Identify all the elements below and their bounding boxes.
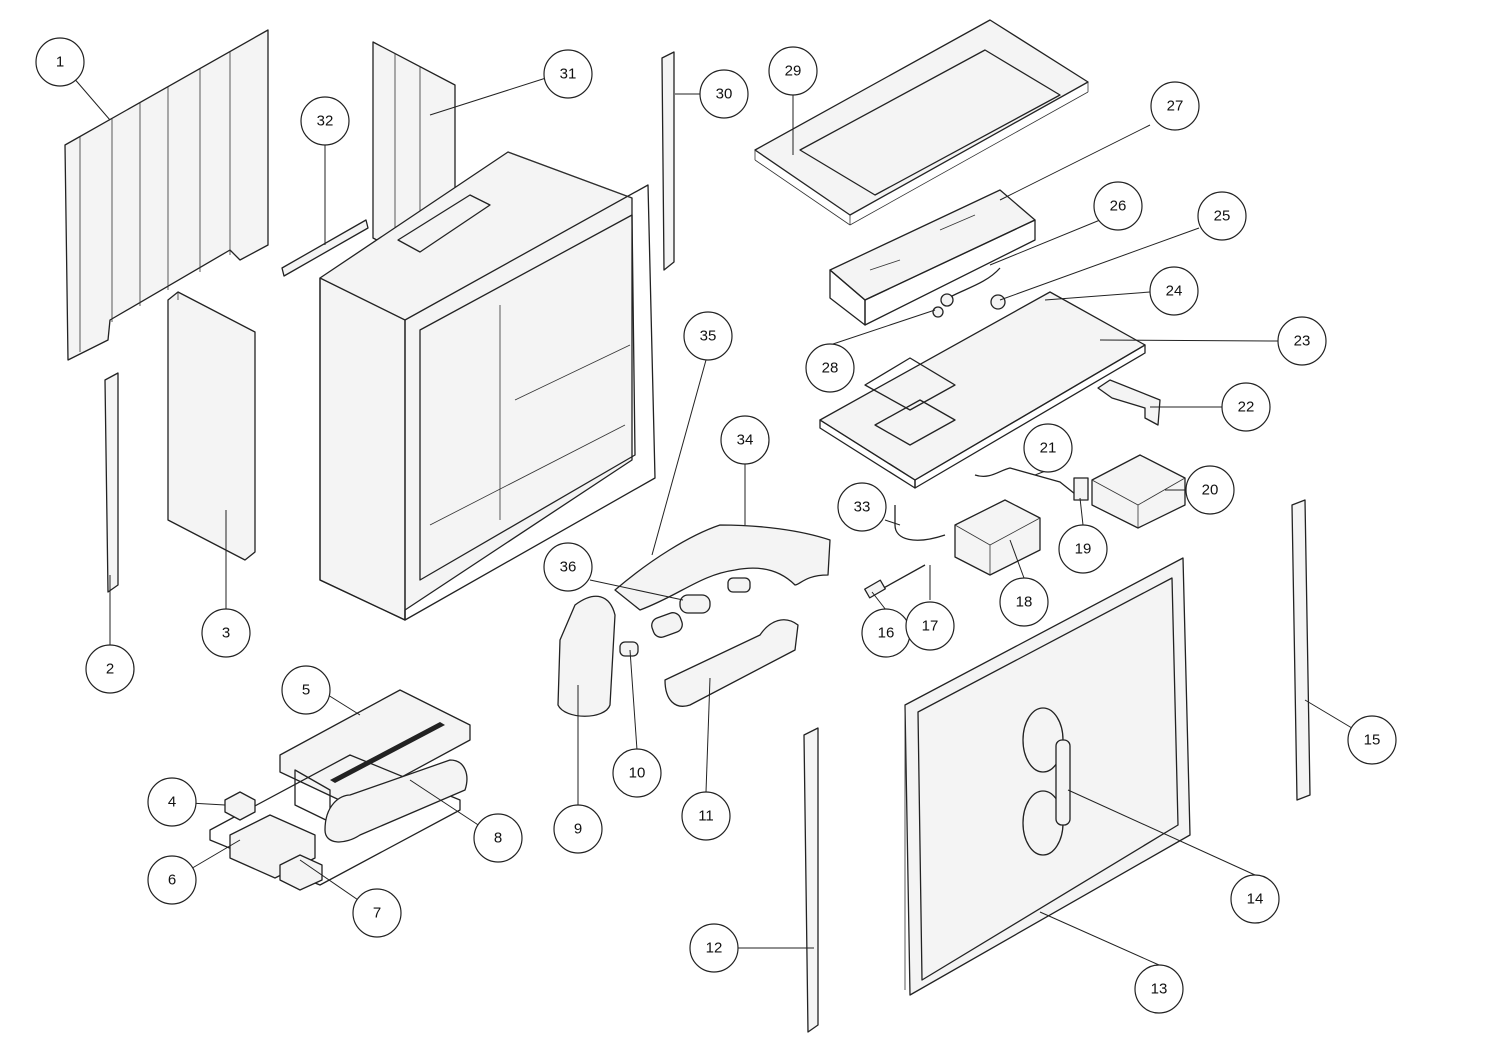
callout-23-label: 23 [1294,333,1311,350]
fittings-26-25-28 [932,267,1006,318]
callout-11: 11 [681,791,731,841]
callout-14: 14 [1230,874,1280,924]
part-2-side-strip [104,372,119,593]
callout-9: 9 [553,804,603,854]
part-29-top-frame [754,19,1089,226]
callout-8-label: 8 [494,830,502,847]
callout-5: 5 [281,665,331,715]
callout-20-label: 20 [1202,482,1219,499]
callout-10: 10 [612,748,662,798]
callout-12: 12 [689,923,739,973]
part-3-side-panel [167,291,256,561]
callout-1: 1 [35,37,85,87]
callout-27: 27 [1150,81,1200,131]
callout-31-label: 31 [560,66,577,83]
part-18-gas-valve [954,499,1041,576]
callout-6: 6 [147,855,197,905]
part-23-base-plate [819,291,1146,489]
callout-29-label: 29 [785,63,802,80]
callout-21: 21 [1023,423,1073,473]
callout-6-label: 6 [168,872,176,889]
callout-31: 31 [543,49,593,99]
callout-24-label: 24 [1166,283,1183,300]
callout-32: 32 [300,96,350,146]
part-30-strip [661,51,675,271]
callout-34-label: 34 [737,432,754,449]
part-27-burner-tray [829,189,1036,326]
callout-16: 16 [861,608,911,658]
callout-36: 36 [543,542,593,592]
callout-16-label: 16 [878,625,895,642]
part-13-glass-door [904,557,1191,996]
callout-32-label: 32 [317,113,334,130]
callout-21-label: 21 [1040,440,1057,457]
callout-10-label: 10 [629,765,646,782]
callout-27-label: 27 [1167,98,1184,115]
callout-5-label: 5 [302,682,310,699]
callout-29: 29 [768,46,818,96]
callout-28: 28 [805,343,855,393]
callout-26-label: 26 [1110,198,1127,215]
callout-15-label: 15 [1364,732,1381,749]
callout-18-label: 18 [1016,594,1033,611]
callout-13: 13 [1134,964,1184,1014]
callout-28-label: 28 [822,360,839,377]
callout-26: 26 [1093,181,1143,231]
callout-3-label: 3 [222,625,230,642]
callout-2-label: 2 [106,661,114,678]
callout-34: 34 [720,415,770,465]
callout-35: 35 [683,311,733,361]
callout-19: 19 [1058,524,1108,574]
part-12-door-strip [803,727,819,1033]
callout-23: 23 [1277,316,1327,366]
part-14-suction-handle [1022,707,1071,856]
callout-4-label: 4 [168,794,176,811]
callout-36-label: 36 [560,559,577,576]
callout-19-label: 19 [1075,541,1092,558]
part-1-back-panel [64,29,269,361]
callout-22-label: 22 [1238,399,1255,416]
log-set [557,524,831,717]
callout-11-label: 11 [698,808,714,825]
part-20-control-box [1091,454,1186,529]
callout-1-label: 1 [56,54,64,71]
callout-25-label: 25 [1214,208,1231,225]
callout-33: 33 [837,482,887,532]
callout-35-label: 35 [700,328,717,345]
callout-30-label: 30 [716,86,733,103]
callout-2: 2 [85,644,135,694]
callout-15: 15 [1347,715,1397,765]
burner-assembly [209,689,471,891]
callout-9-label: 9 [574,821,582,838]
callout-14-label: 14 [1247,891,1264,908]
callout-17: 17 [905,601,955,651]
callout-7-label: 7 [373,905,381,922]
part-32-bracket [281,219,369,277]
part-15-right-strip [1291,499,1311,801]
firebox-body [319,151,656,621]
callout-4: 4 [147,777,197,827]
callout-17-label: 17 [922,618,939,635]
callout-24: 24 [1149,266,1199,316]
callout-3: 3 [201,608,251,658]
callout-12-label: 12 [706,940,723,957]
part-19-electrode [1073,477,1089,501]
callout-22: 22 [1221,382,1271,432]
callout-33-label: 33 [854,499,871,516]
callout-18: 18 [999,577,1049,627]
callout-30: 30 [699,69,749,119]
callout-8: 8 [473,813,523,863]
callout-25: 25 [1197,191,1247,241]
callout-20: 20 [1185,465,1235,515]
callout-13-label: 13 [1151,981,1168,998]
part-22-bracket [1097,379,1161,426]
gas-tubes [864,467,1081,599]
callout-7: 7 [352,888,402,938]
